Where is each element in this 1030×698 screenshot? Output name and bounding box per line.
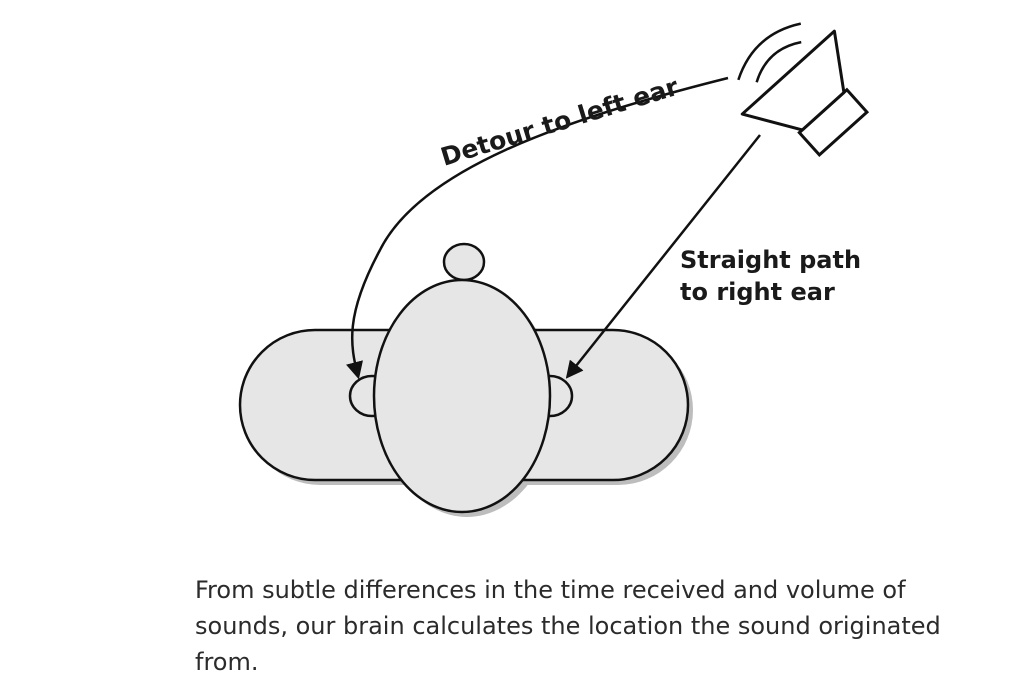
straight-path-label-line2: to right ear bbox=[680, 278, 835, 306]
sound-localization-diagram: Detour to left ear Straight path to righ… bbox=[238, 22, 870, 517]
straight-path-arrow bbox=[565, 134, 761, 379]
straight-path-label-line1: Straight path bbox=[680, 246, 861, 274]
nose bbox=[442, 242, 486, 282]
head bbox=[372, 278, 552, 514]
detour-label: Detour to left ear bbox=[437, 72, 682, 172]
detour-path-arrow bbox=[346, 76, 729, 380]
diagram-caption: From subtle differences in the time rece… bbox=[195, 576, 941, 676]
speaker-icon bbox=[737, 22, 870, 158]
head-top-view-icon bbox=[238, 242, 693, 517]
